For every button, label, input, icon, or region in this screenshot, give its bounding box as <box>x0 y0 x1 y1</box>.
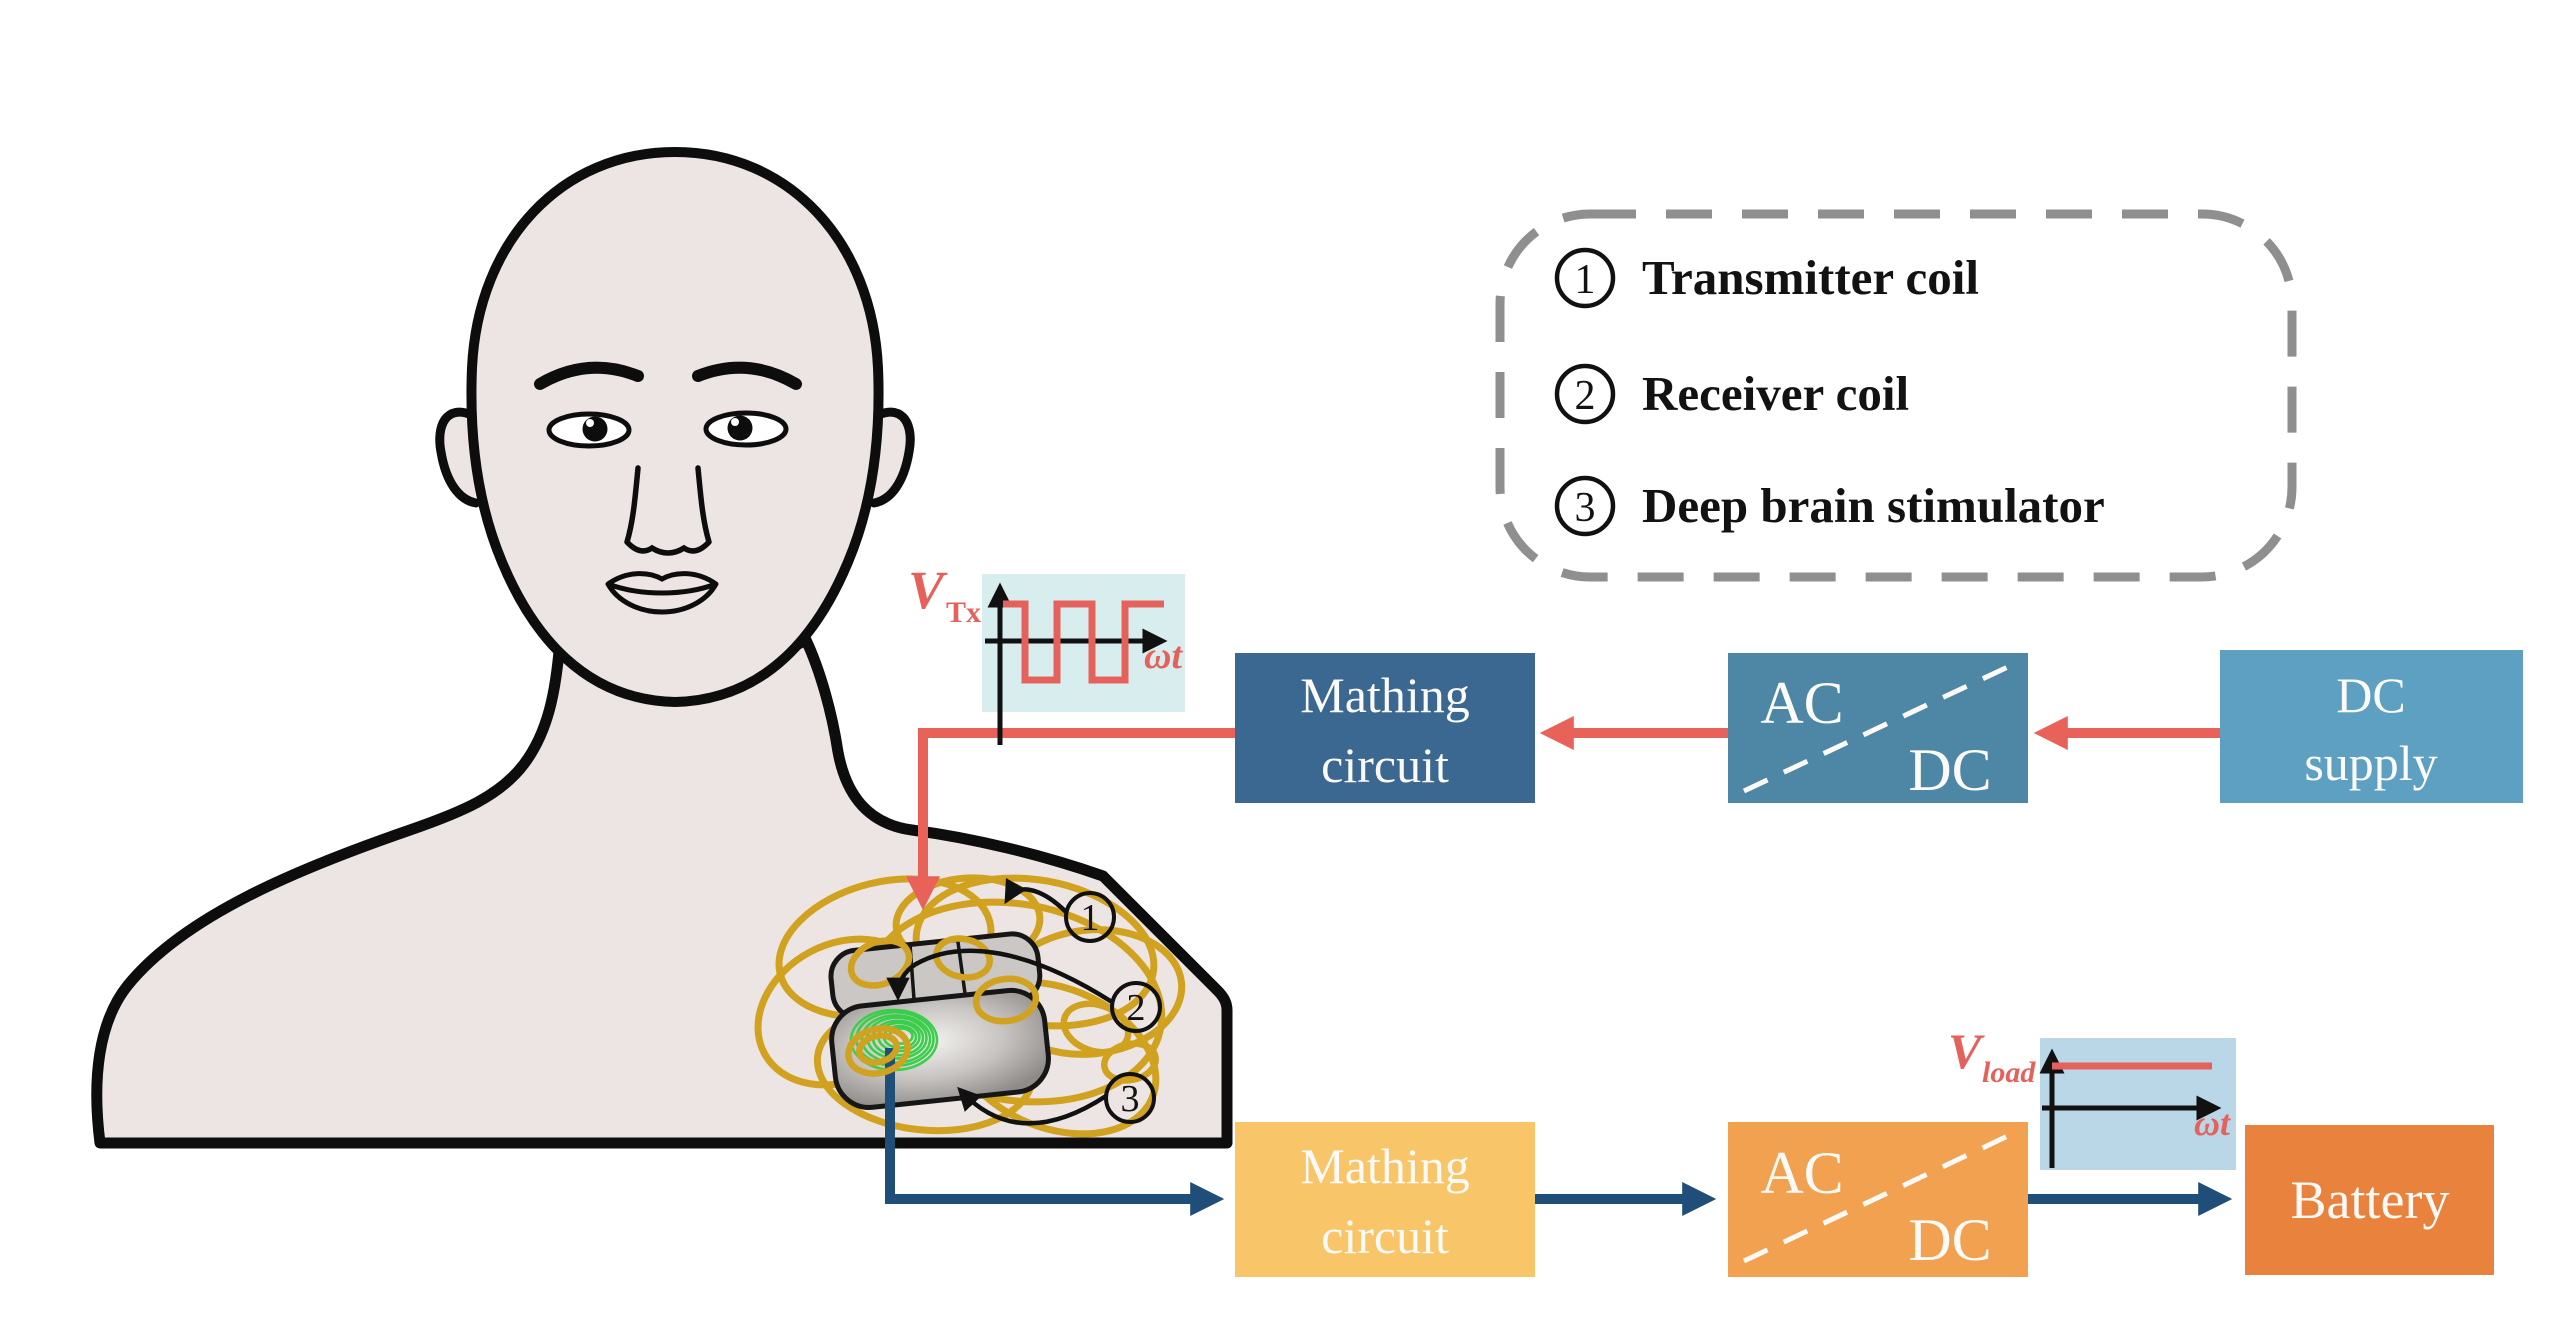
matching-circuit-bottom-box <box>1235 1122 1535 1277</box>
legend-item: 1 Transmitter coil <box>1554 247 1979 309</box>
callout-2-arrow <box>886 948 1114 1004</box>
matching-circuit-bottom-line2: circuit <box>1321 1208 1449 1264</box>
load-x-label: ωt <box>2194 1103 2231 1143</box>
legend-panel: 1 Transmitter coil 2 Receiver coil 3 Dee… <box>1495 209 2297 582</box>
legend-3-number: 3 <box>1575 485 1596 531</box>
right-ear-icon <box>869 407 915 508</box>
legend-2-number: 2 <box>1575 373 1596 419</box>
callout-3-arrow <box>957 1086 1108 1126</box>
ac-dc-top-dc-label: DC <box>1908 737 1991 803</box>
legend-3-label: Deep brain stimulator <box>1642 478 2105 533</box>
left-pupil <box>582 416 608 442</box>
tx-v-subscript: Tx <box>946 596 981 629</box>
legend-1-label: Transmitter coil <box>1642 250 1979 305</box>
right-eye-glint <box>731 418 739 426</box>
load-waveform-plot: V load ωt <box>1948 1023 2236 1170</box>
ac-dc-bottom-dc-label: DC <box>1908 1207 1991 1273</box>
callout-3-number: 3 <box>1121 1078 1140 1120</box>
matching-circuit-top-box <box>1235 653 1535 803</box>
receiver-pigtail-loop <box>856 1032 900 1066</box>
coil-loop <box>1101 1040 1159 1084</box>
transmitter-coil-front-loops <box>845 935 1159 1084</box>
right-eyebrow <box>692 361 802 390</box>
spiral-ring <box>860 1014 932 1064</box>
legend-border <box>1495 209 2297 582</box>
right-pupil <box>727 415 753 441</box>
matching-circuit-top-line1: Mathing <box>1300 667 1469 723</box>
tx-square-wave <box>1003 600 1164 684</box>
battery-box <box>2245 1125 2494 1275</box>
legend-2-circle <box>1554 363 1616 425</box>
dc-supply-box <box>2220 650 2523 803</box>
ac-dc-top-ac-label: AC <box>1760 670 1843 736</box>
implant-output-arrow <box>885 1048 1225 1217</box>
left-eyebrow <box>534 361 644 390</box>
lips <box>605 571 719 615</box>
legend-item: 3 Deep brain stimulator <box>1554 475 2105 537</box>
nose <box>624 465 712 556</box>
load-v-subscript: load <box>1982 1056 2036 1089</box>
external-power-chain: Mathing circuit AC DC DC supply <box>1235 650 2523 803</box>
ac-dc-bottom-ac-label: AC <box>1760 1140 1843 1206</box>
dc-supply-line2: supply <box>2304 735 2437 791</box>
battery-label: Battery <box>2291 1170 2450 1230</box>
matching-circuit-bottom-line1: Mathing <box>1300 1138 1469 1194</box>
coil-loop <box>933 935 993 981</box>
legend-3-circle <box>1554 475 1616 537</box>
coil-drive-arrow <box>905 728 1235 911</box>
legend-1-circle <box>1554 247 1616 309</box>
tx-v-label: V <box>908 560 948 620</box>
implant-power-chain: Mathing circuit AC DC Battery <box>1235 1122 2494 1277</box>
head-outline <box>466 146 884 708</box>
callouts: 1 2 3 <box>886 877 1162 1126</box>
callout-1-arrow <box>1004 877 1068 914</box>
receiver-pigtail-loop <box>845 1025 911 1077</box>
left-eye-glint <box>586 419 594 427</box>
callout-1-circle <box>1064 891 1116 943</box>
legend-2-label: Receiver coil <box>1642 366 1909 421</box>
coil-loop <box>1060 1000 1132 1056</box>
legend-1-number: 1 <box>1575 257 1596 303</box>
torso <box>91 634 1233 1149</box>
matching-circuit-top-line2: circuit <box>1321 737 1449 793</box>
callout-2-number: 2 <box>1127 987 1146 1029</box>
tx-waveform-plot: V Tx ωt <box>908 560 1185 745</box>
callout-1-number: 1 <box>1081 897 1100 939</box>
coil-loop <box>972 975 1040 1025</box>
head <box>435 146 915 708</box>
implant-assembly: 1 2 3 <box>754 728 1235 1217</box>
load-v-label: V <box>1948 1023 1985 1079</box>
left-ear-icon <box>435 407 481 508</box>
callout-3-circle <box>1104 1072 1156 1124</box>
ac-dc-top-divider <box>1742 662 2014 794</box>
callout-2-circle <box>1110 981 1162 1033</box>
tx-x-label: ωt <box>1144 635 1183 677</box>
legend-item: 2 Receiver coil <box>1554 363 1909 425</box>
dc-supply-line1: DC <box>2336 667 2405 723</box>
ac-dc-bottom-divider <box>1742 1131 2014 1264</box>
